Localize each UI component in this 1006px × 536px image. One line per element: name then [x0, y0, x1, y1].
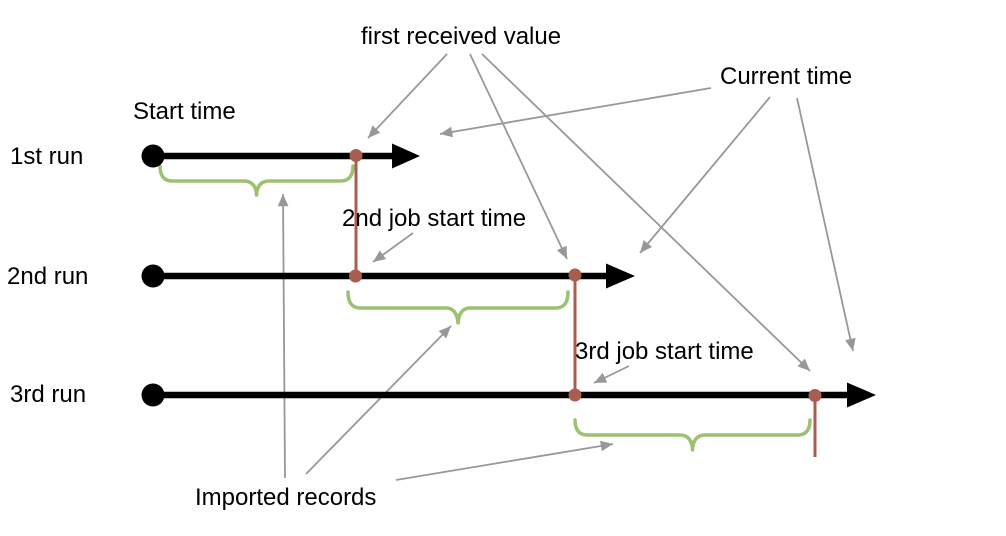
- run2-timeline: [141, 263, 635, 289]
- arrow-first-received-to-run2: [469, 53, 568, 260]
- arrow-imported-to-brace2: [305, 325, 452, 475]
- run2-start-dot: [141, 264, 165, 288]
- run2-job-start-dot: [349, 269, 362, 283]
- imported-records-brace-run1: [158, 164, 355, 197]
- run1-start-dot: [141, 144, 165, 168]
- label-job2-start-time: 2nd job start time: [342, 205, 527, 232]
- run2-first-received-dot: [568, 268, 582, 282]
- label-job3-start-time: 3rd job start time: [575, 338, 754, 365]
- arrow-imported-to-brace1: [277, 193, 289, 479]
- run2-arrowhead: [606, 263, 635, 289]
- arrow-first-received-to-run3: [481, 53, 811, 372]
- arrow-job2-start: [372, 232, 414, 263]
- run1-arrowhead: [392, 143, 420, 169]
- run3-arrowhead: [847, 382, 876, 408]
- run1-timeline: [141, 143, 420, 169]
- label-run3: 3rd run: [10, 381, 87, 408]
- label-start-time: Start time: [133, 98, 236, 125]
- label-first-received-value: first received value: [361, 23, 562, 50]
- imported-records-brace-run3: [573, 418, 812, 452]
- arrow-job3-start: [593, 365, 630, 384]
- run3-job-start-dot: [568, 388, 582, 402]
- run3-start-dot: [141, 383, 165, 407]
- label-current-time: Current time: [720, 63, 853, 90]
- arrow-current-time-to-run2: [639, 96, 771, 254]
- label-run2: 2nd run: [7, 263, 89, 290]
- run3-first-received-dot: [808, 389, 822, 402]
- arrow-current-time-to-run3: [796, 97, 856, 352]
- imported-records-brace-run2: [346, 290, 570, 325]
- label-imported-records: Imported records: [195, 484, 377, 511]
- run1-first-received-dot: [349, 149, 363, 162]
- label-run1: 1st run: [10, 143, 84, 170]
- arrow-current-time-to-run1: [439, 87, 712, 138]
- arrow-imported-to-brace3: [395, 440, 614, 481]
- run3-timeline: [141, 382, 876, 408]
- arrow-first-received-to-run1: [367, 53, 448, 139]
